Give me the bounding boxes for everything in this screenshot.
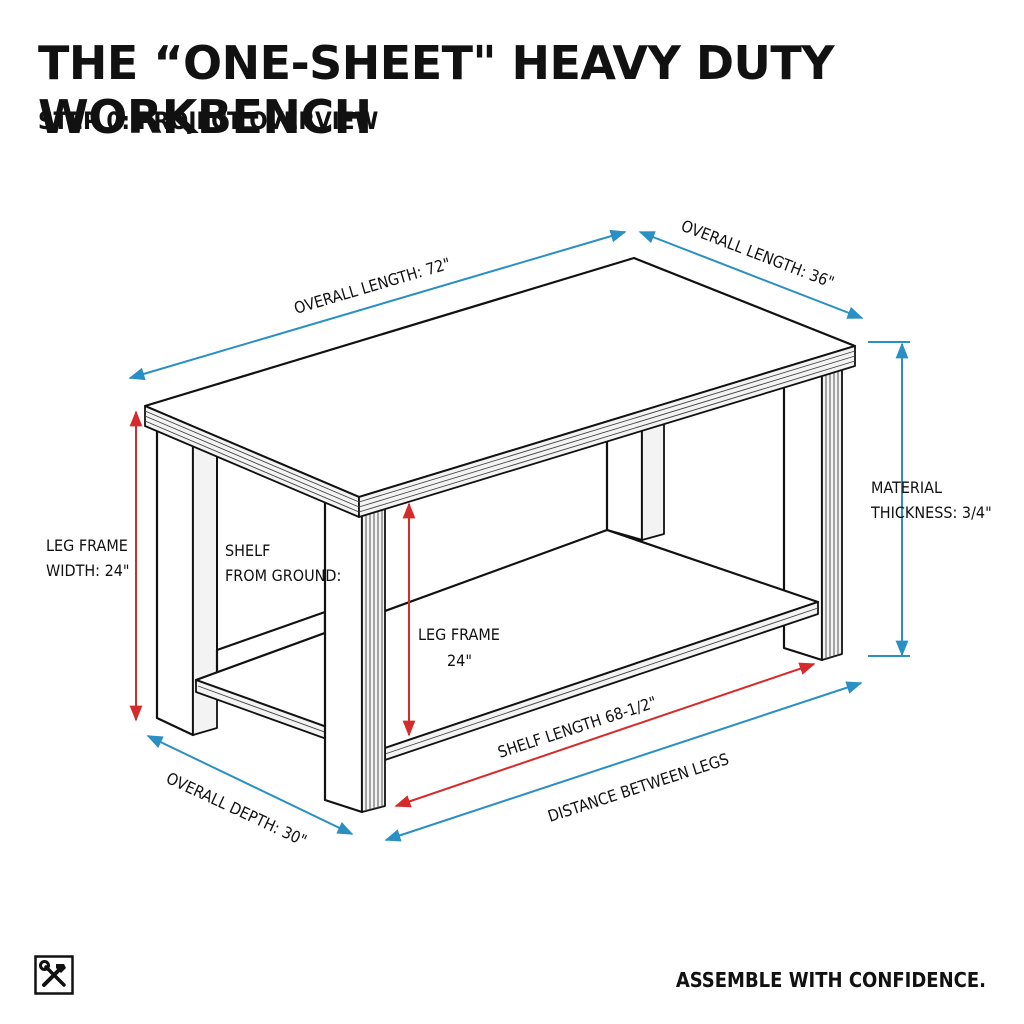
overall-length-36-label: OVERALL LENGTH: 36" — [679, 216, 837, 292]
step-subtitle: STEP 0: PROJECT OVERVIEW — [38, 107, 379, 135]
leg-frame-height-label-2: 24" — [447, 651, 472, 670]
overall-length-36-line — [638, 231, 864, 319]
material-thickness-label-1: MATERIAL — [871, 478, 942, 497]
leg-frame-width-label-2: WIDTH: 24" — [46, 561, 130, 580]
shelf-from-ground-label-1: SHELF — [225, 541, 270, 560]
overall-length-72-line — [128, 229, 627, 381]
distance-between-legs-line — [384, 681, 863, 842]
overall-length-72-label: OVERALL LENGTH: 72" — [292, 254, 453, 318]
leg-frame-height-label-1: LEG FRAME — [418, 625, 500, 644]
tabletop — [143, 256, 857, 518]
hammer-wrench-icon — [34, 955, 74, 995]
material-thickness-label-2: THICKNESS: 3/4" — [870, 503, 992, 522]
distance-between-legs-label: DISTANCE BETWEEN LEGS — [545, 749, 731, 826]
lower-shelf — [194, 528, 820, 761]
front-right-leg — [323, 498, 386, 814]
dimension-lines — [128, 229, 910, 842]
page-title: THE “ONE-SHEET" HEAVY DUTY WORKBENCH — [38, 36, 835, 144]
footer-tagline: ASSEMBLE WITH CONFIDENCE. — [675, 968, 986, 992]
leg-frame-width-label-1: LEG FRAME — [46, 536, 128, 555]
overall-depth-label: OVERALL DEPTH: 30" — [163, 768, 309, 850]
workbench-drawing — [143, 256, 857, 814]
overall-depth-line — [146, 735, 354, 835]
shelf-from-ground-label-2: FROM GROUND: — [225, 566, 341, 585]
